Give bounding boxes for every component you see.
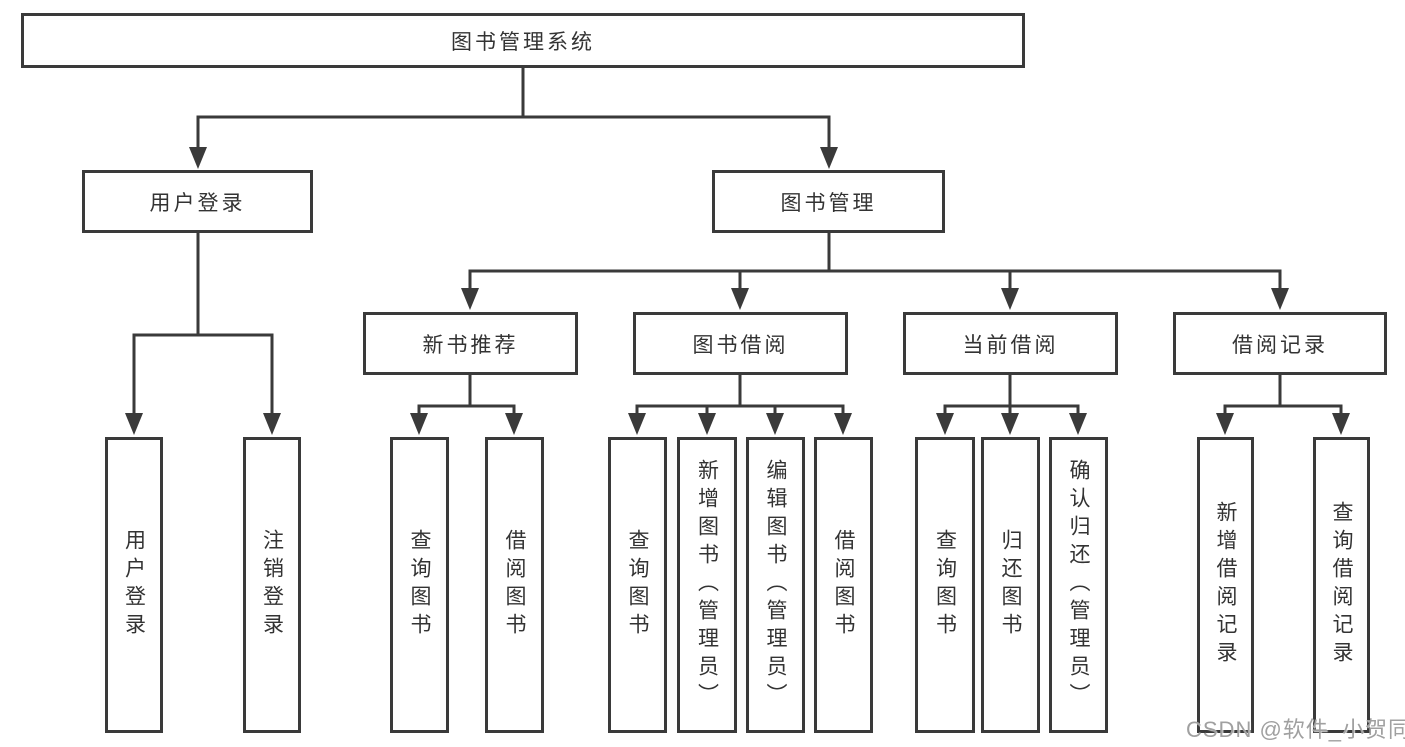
node-borrowing-records: 借阅记录 xyxy=(1173,312,1387,375)
leaf-logout: 注销登录 xyxy=(243,437,301,733)
node-current-borrowing: 当前借阅 xyxy=(903,312,1118,375)
leaf-return-book: 归还图书 xyxy=(981,437,1040,733)
node-label: 借阅记录 xyxy=(1232,333,1328,357)
leaf-query-borrow-record: 查询借阅记录 xyxy=(1313,437,1370,733)
node-label: 图书管理 xyxy=(780,191,877,215)
node-book-borrowing: 图书借阅 xyxy=(633,312,848,375)
node-label: 用户登录 xyxy=(149,191,246,215)
node-label: 当前借阅 xyxy=(962,333,1059,357)
leaf-label: 查询图书 xyxy=(933,529,957,641)
node-book-management: 图书管理 xyxy=(712,170,945,233)
leaf-label: 编辑图书（管理员） xyxy=(764,459,787,711)
node-library-management-system: 图书管理系统 xyxy=(21,13,1025,68)
csdn-watermark: CSDN @软件_小贺同学 xyxy=(1186,717,1405,742)
leaf-label: 注销登录 xyxy=(260,529,284,641)
leaf-confirm-return-admin: 确认归还（管理员） xyxy=(1049,437,1108,733)
leaf-label: 新增借阅记录 xyxy=(1214,501,1237,669)
node-label: 图书管理系统 xyxy=(451,30,595,54)
node-new-book-recommendation: 新书推荐 xyxy=(363,312,578,375)
leaf-user-login: 用户登录 xyxy=(105,437,163,733)
leaf-query-books-current: 查询图书 xyxy=(915,437,975,733)
leaf-query-books-recommend: 查询图书 xyxy=(390,437,449,733)
node-user-login: 用户登录 xyxy=(82,170,313,233)
leaf-borrow-books: 借阅图书 xyxy=(814,437,873,733)
leaf-query-books-borrow: 查询图书 xyxy=(608,437,667,733)
leaf-label: 用户登录 xyxy=(122,529,146,641)
leaf-add-book-admin: 新增图书（管理员） xyxy=(677,437,737,733)
leaf-borrow-books-recommend: 借阅图书 xyxy=(485,437,544,733)
leaf-label: 查询图书 xyxy=(626,529,649,641)
leaf-label: 借阅图书 xyxy=(503,529,526,641)
node-label: 图书借阅 xyxy=(692,333,789,357)
leaf-add-borrow-record: 新增借阅记录 xyxy=(1197,437,1254,733)
leaf-edit-book-admin: 编辑图书（管理员） xyxy=(746,437,805,733)
leaf-label: 借阅图书 xyxy=(832,529,855,641)
leaf-label: 新增图书（管理员） xyxy=(695,459,719,711)
leaf-label: 查询借阅记录 xyxy=(1330,501,1353,669)
leaf-label: 确认归还（管理员） xyxy=(1067,459,1090,711)
leaf-label: 归还图书 xyxy=(999,529,1022,641)
leaf-label: 查询图书 xyxy=(408,529,431,641)
node-label: 新书推荐 xyxy=(422,333,519,357)
